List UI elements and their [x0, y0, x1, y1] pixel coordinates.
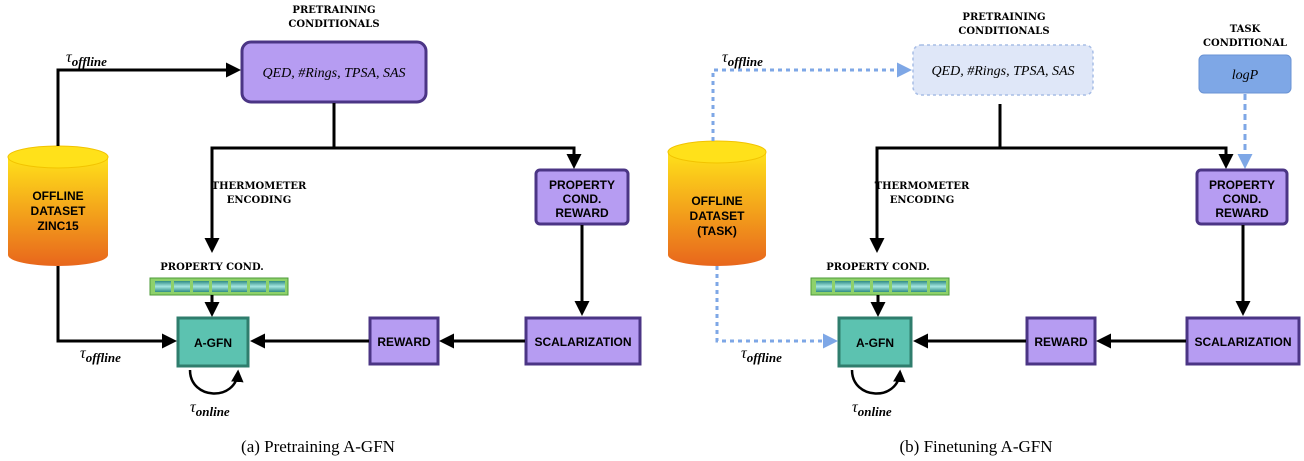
pretraining-conditionals-box-a: [240, 40, 428, 104]
panel-b: PRETRAINING CONDITIONALS QED, #Rings, TP…: [667, 12, 1301, 456]
online-loop-arrow-b: [850, 369, 906, 395]
scalarization-label-b: SCALARIZATION: [1194, 335, 1291, 349]
property-reward-line3-a: REWARD: [555, 206, 609, 220]
task-conditional-box-b: [1198, 54, 1292, 94]
property-reward-box-b: [1195, 168, 1289, 226]
pretraining-conditionals-label-b1: PRETRAINING: [962, 12, 1045, 23]
tau-offline-bottom-b: τoffline: [741, 345, 782, 365]
pretraining-conditionals-label-a1: PRETRAINING: [292, 5, 375, 16]
property-cond-label-a: PROPERTY COND.: [160, 262, 264, 273]
arrow-dataset-to-agfn-b: [715, 266, 838, 349]
property-reward-line2-a: COND.: [563, 192, 602, 206]
task-conditional-label-b2: CONDITIONAL: [1203, 38, 1287, 49]
tau-offline-bottom-a: τoffline: [80, 345, 121, 365]
agfn-label-a: A-GFN: [194, 336, 232, 350]
scalarization-box-a: [524, 316, 642, 366]
agfn-label-b: A-GFN: [856, 336, 894, 350]
offline-dataset-cylinder-a: OFFLINE DATASET ZINC15: [7, 145, 109, 266]
dataset-line3-b: (TASK): [697, 224, 737, 238]
reward-box-a: [368, 316, 440, 366]
arrow-dataset-to-conditionals-a: [56, 62, 241, 146]
tau-offline-top-a: τoffline: [66, 49, 107, 69]
property-reward-line1-a: PROPERTY: [549, 178, 615, 192]
online-loop-arrow-a: [188, 369, 244, 395]
thermometer-label-a1: THERMOMETER: [212, 181, 307, 192]
agfn-box-a: [176, 316, 250, 368]
task-conditional-label-b1: TASK: [1230, 24, 1261, 35]
tau-online-a: τonline: [190, 399, 230, 419]
arrow-to-property-cond-a: [204, 146, 334, 253]
reward-box-b: [1025, 316, 1097, 366]
arrow-to-property-reward-b: [1000, 146, 1234, 169]
property-cond-bar-a: [149, 277, 289, 296]
scalarization-label-a: SCALARIZATION: [534, 335, 631, 349]
dataset-line2-b: DATASET: [690, 209, 746, 223]
dataset-line1-b: OFFLINE: [691, 194, 742, 208]
task-conditional-text-b: logP: [1232, 68, 1259, 83]
caption-a: (a) Pretraining A-GFN: [241, 437, 395, 456]
pretraining-conditionals-label-b2: CONDITIONALS: [958, 26, 1049, 37]
dataset-line3-a: ZINC15: [37, 219, 79, 233]
scalarization-box-b: [1185, 316, 1301, 366]
reward-label-a: REWARD: [377, 335, 431, 349]
conditionals-text-a: QED, #Rings, TPSA, SAS: [262, 66, 405, 81]
property-cond-label-b: PROPERTY COND.: [826, 262, 930, 273]
thermometer-label-b2: ENCODING: [890, 195, 954, 206]
arrow-to-property-cond-b: [869, 146, 1000, 253]
offline-dataset-cylinder-b: OFFLINE DATASET (TASK): [667, 140, 767, 266]
thermometer-label-b1: THERMOMETER: [875, 181, 970, 192]
conditionals-text-b: QED, #Rings, TPSA, SAS: [931, 64, 1074, 79]
panel-a: PRETRAINING CONDITIONALS QED, #Rings, TP…: [7, 5, 642, 456]
arrow-dataset-to-agfn-a: [56, 266, 177, 349]
arrow-to-property-reward-a: [334, 146, 582, 169]
arrow-dataset-to-conditionals-b: [711, 62, 912, 141]
property-reward-line3-b: REWARD: [1215, 206, 1269, 220]
tau-online-b: τonline: [852, 399, 892, 419]
property-reward-box-a: [534, 168, 630, 226]
property-reward-line1-b: PROPERTY: [1209, 178, 1275, 192]
reward-label-b: REWARD: [1034, 335, 1088, 349]
agfn-box-b: [837, 316, 913, 368]
property-reward-line2-b: COND.: [1223, 192, 1262, 206]
caption-b: (b) Finetuning A-GFN: [900, 437, 1053, 456]
property-cond-bar-b: [810, 277, 950, 296]
thermometer-label-a2: ENCODING: [227, 195, 291, 206]
pretraining-conditionals-label-a2: CONDITIONALS: [288, 19, 379, 30]
dataset-line1-a: OFFLINE: [32, 189, 83, 203]
pretraining-conditionals-box-b: [912, 44, 1094, 96]
tau-offline-top-b: τoffline: [722, 49, 763, 69]
dataset-line2-a: DATASET: [31, 204, 87, 218]
